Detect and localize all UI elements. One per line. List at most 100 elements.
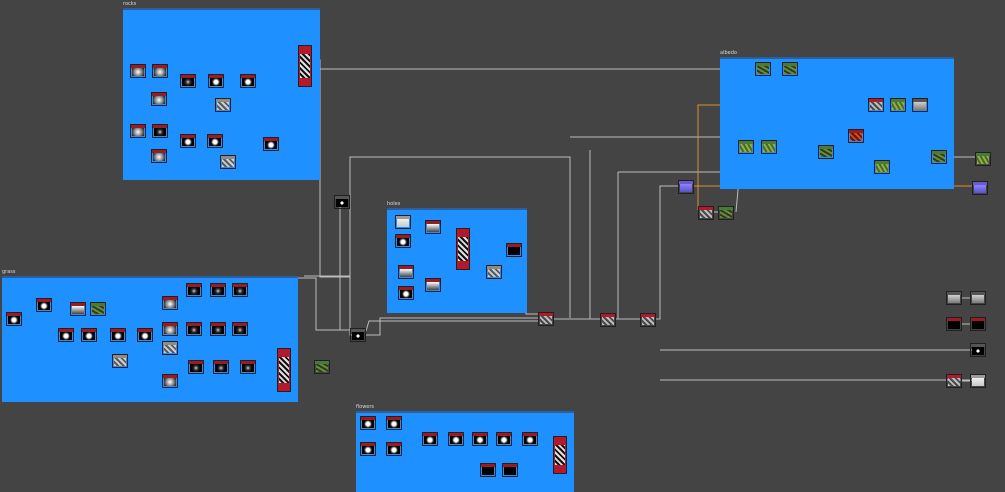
graph-node-noise[interactable] [215, 98, 231, 112]
graph-node-redhdr[interactable] [538, 312, 554, 326]
node-header [351, 329, 365, 332]
graph-node-black[interactable] [506, 243, 522, 257]
graph-node-blob[interactable] [81, 328, 97, 342]
graph-node-dark[interactable] [186, 322, 202, 336]
graph-node-gradient[interactable] [152, 64, 168, 78]
graph-node-purple[interactable] [678, 180, 694, 194]
graph-node-blend[interactable] [456, 228, 470, 270]
graph-node-redflower[interactable] [848, 129, 864, 143]
graph-node-blob[interactable] [137, 328, 153, 342]
graph-node-white[interactable] [970, 374, 986, 388]
graph-node-spots[interactable] [970, 343, 986, 357]
graph-node-blob[interactable] [496, 432, 512, 446]
graph-node-grey[interactable] [946, 291, 962, 305]
node-thumbnail [700, 210, 712, 218]
node-thumbnail [488, 269, 500, 277]
node-thumbnail [60, 332, 72, 340]
graph-node-purple[interactable] [972, 181, 988, 195]
graph-node-blob[interactable] [207, 134, 223, 148]
node-thumbnail [336, 199, 348, 207]
graph-node-blob[interactable] [422, 432, 438, 446]
graph-node-gradbar[interactable] [425, 220, 441, 234]
graph-node-green[interactable] [782, 62, 798, 76]
graph-node-green[interactable] [755, 62, 771, 76]
node-header [163, 323, 177, 326]
graph-node-blob[interactable] [448, 432, 464, 446]
graph-node-dark[interactable] [180, 74, 196, 88]
graph-node-gradient[interactable] [151, 92, 167, 106]
graph-node-dark[interactable] [240, 360, 256, 374]
graph-node-gradient[interactable] [151, 149, 167, 163]
graph-node-dark[interactable] [210, 322, 226, 336]
graph-node-greenlight[interactable] [890, 98, 906, 112]
graph-node-spots[interactable] [334, 195, 350, 209]
graph-node-dark[interactable] [213, 360, 229, 374]
graph-node-redhdr[interactable] [640, 313, 656, 327]
graph-node-blob[interactable] [522, 432, 538, 446]
graph-node-greenlight[interactable] [761, 140, 777, 154]
graph-node-gradient[interactable] [162, 322, 178, 336]
graph-node-redhdr[interactable] [600, 313, 616, 327]
graph-node-redhdr[interactable] [946, 374, 962, 388]
node-thumbnail [498, 436, 510, 444]
graph-node-blob[interactable] [36, 298, 52, 312]
frame-albedo[interactable] [720, 57, 954, 189]
graph-node-dark[interactable] [232, 322, 248, 336]
graph-node-gradbar[interactable] [425, 278, 441, 292]
node-thumbnail [234, 287, 246, 295]
graph-node-grey[interactable] [970, 291, 986, 305]
graph-node-noise[interactable] [220, 155, 236, 169]
node-header [497, 433, 511, 436]
graph-node-greenlight[interactable] [738, 140, 754, 154]
graph-node-green[interactable] [314, 360, 330, 374]
graph-node-blob[interactable] [386, 416, 402, 430]
graph-node-redhdr[interactable] [868, 98, 884, 112]
graph-node-blend[interactable] [277, 348, 291, 392]
graph-node-gradbar[interactable] [70, 302, 86, 316]
graph-node-black[interactable] [946, 317, 962, 331]
graph-node-dark[interactable] [232, 283, 248, 297]
graph-node-dark[interactable] [210, 283, 226, 297]
graph-node-dark[interactable] [186, 283, 202, 297]
graph-node-noise[interactable] [112, 354, 128, 368]
graph-node-blob[interactable] [395, 234, 411, 248]
graph-node-noise[interactable] [162, 341, 178, 355]
graph-node-greenlight[interactable] [874, 160, 890, 174]
graph-node-spots[interactable] [350, 328, 366, 342]
graph-node-grey[interactable] [912, 98, 928, 112]
graph-node-blob[interactable] [180, 134, 196, 148]
graph-node-black[interactable] [502, 463, 518, 477]
graph-node-blob[interactable] [208, 74, 224, 88]
graph-node-black[interactable] [970, 317, 986, 331]
graph-node-gradient[interactable] [130, 64, 146, 78]
graph-node-green[interactable] [90, 302, 106, 316]
graph-node-black[interactable] [480, 463, 496, 477]
graph-node-greenlight[interactable] [975, 152, 991, 166]
graph-node-dark[interactable] [188, 360, 204, 374]
graph-node-blob[interactable] [58, 328, 74, 342]
graph-node-gradient[interactable] [162, 374, 178, 388]
graph-node-blob[interactable] [110, 328, 126, 342]
graph-node-green[interactable] [718, 206, 734, 220]
graph-node-white[interactable] [395, 215, 411, 229]
graph-node-gradient[interactable] [130, 124, 146, 138]
node-thumbnail [164, 300, 176, 308]
graph-node-blob[interactable] [6, 312, 22, 326]
graph-node-blob[interactable] [240, 74, 256, 88]
graph-node-blob[interactable] [472, 432, 488, 446]
graph-node-blend[interactable] [298, 45, 312, 87]
graph-node-noise[interactable] [486, 265, 502, 279]
graph-node-blob[interactable] [263, 137, 279, 151]
graph-node-redhdr[interactable] [698, 206, 714, 220]
graph-node-blob[interactable] [360, 416, 376, 430]
graph-node-blob[interactable] [386, 442, 402, 456]
graph-node-gradient[interactable] [162, 296, 178, 310]
graph-node-green[interactable] [931, 150, 947, 164]
node-header [679, 181, 693, 184]
graph-node-blob[interactable] [398, 286, 414, 300]
graph-node-gradbar[interactable] [398, 265, 414, 279]
graph-node-blend[interactable] [553, 436, 567, 474]
graph-node-dark[interactable] [152, 124, 168, 138]
graph-node-blob[interactable] [360, 442, 376, 456]
graph-node-green[interactable] [818, 145, 834, 159]
